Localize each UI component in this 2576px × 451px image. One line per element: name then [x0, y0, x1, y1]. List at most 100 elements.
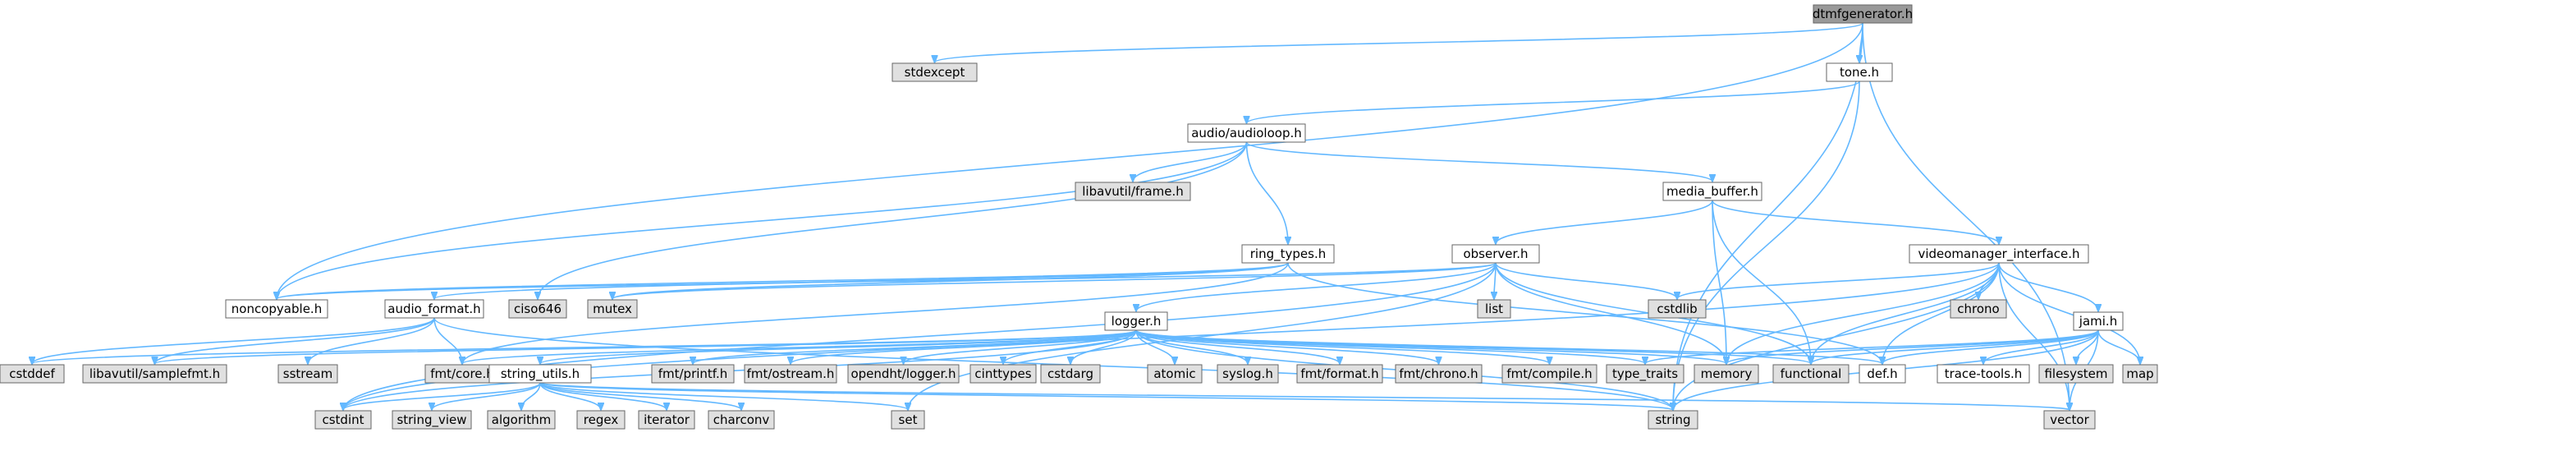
node-def[interactable]: def.h	[1859, 364, 1906, 384]
node-label-fmtostream: fmt/ostream.h	[747, 366, 835, 381]
node-noncopyable[interactable]: noncopyable.h	[225, 299, 328, 319]
edge-audio_format-to-samplefmt	[155, 317, 435, 364]
edge-logger-to-memory	[1135, 329, 1726, 364]
node-charconv: charconv	[708, 410, 775, 430]
node-vector: vector	[2043, 410, 2096, 430]
node-audio_format[interactable]: audio_format.h	[384, 299, 484, 319]
node-jami[interactable]: jami.h	[2073, 311, 2124, 331]
node-label-libavframe: libavutil/frame.h	[1082, 184, 1183, 199]
node-label-dtmfgenerator: dtmfgenerator.h	[1813, 7, 1913, 21]
edge-logger-to-opendht	[904, 329, 1137, 364]
edge-logger-to-atomic	[1135, 329, 1175, 364]
node-samplefmt: libavutil/samplefmt.h	[82, 364, 227, 384]
node-box-fmtformat	[1296, 364, 1383, 384]
edge-dtmfgenerator-to-noncopyable	[277, 22, 1863, 299]
edge-tone-to-audioloop	[1247, 81, 1860, 123]
node-box-map	[2122, 364, 2158, 384]
node-label-filesystem: filesystem	[2044, 366, 2107, 381]
node-filesystem: filesystem	[2038, 364, 2114, 384]
node-label-algorithm: algorithm	[492, 412, 551, 427]
node-label-functional: functional	[1781, 366, 1842, 381]
node-box-sstream	[277, 364, 338, 384]
node-trace[interactable]: trace-tools.h	[1937, 364, 2030, 384]
node-cinttypes: cinttypes	[969, 364, 1037, 384]
node-box-iterator	[638, 410, 695, 430]
node-label-noncopyable: noncopyable.h	[231, 301, 322, 316]
node-box-def	[1859, 364, 1906, 384]
edge-ring_types-to-fmtcore	[462, 262, 1289, 364]
node-box-cstdarg	[1040, 364, 1101, 384]
node-ring_types[interactable]: ring_types.h	[1241, 244, 1335, 264]
node-box-string	[1648, 410, 1698, 430]
edge-jami-to-type_traits	[1645, 329, 2099, 364]
node-functional: functional	[1772, 364, 1849, 384]
edge-logger-to-def	[1135, 329, 1882, 364]
node-box-samplefmt	[82, 364, 227, 384]
node-label-fmtprintf: fmt/printf.h	[658, 366, 728, 381]
node-label-ciso646: ciso646	[514, 301, 561, 316]
edge-audioloop-to-libavframe	[1133, 141, 1248, 182]
edge-media_buffer-to-memory	[1712, 200, 1726, 364]
edge-observer-to-set	[908, 262, 1497, 410]
node-label-cstddef: cstddef	[9, 366, 55, 381]
node-box-string_utils	[488, 364, 592, 384]
node-label-samplefmt: libavutil/samplefmt.h	[89, 366, 220, 381]
node-tone[interactable]: tone.h	[1826, 62, 1893, 82]
node-label-sstream: sstream	[283, 366, 332, 381]
node-string_utils[interactable]: string_utils.h	[488, 364, 592, 384]
node-box-syslog	[1217, 364, 1279, 384]
node-label-stdexcept: stdexcept	[905, 65, 965, 80]
node-label-string: string	[1655, 412, 1690, 427]
node-label-fmtcore: fmt/core.h	[430, 366, 494, 381]
node-box-cstdint	[314, 410, 372, 430]
edge-media_buffer-to-observer	[1496, 200, 1713, 244]
node-fmtprintf: fmt/printf.h	[651, 364, 735, 384]
edge-dtmfgenerator-to-vector	[1862, 22, 2070, 410]
node-label-trace: trace-tools.h	[1945, 366, 2023, 381]
node-box-media_buffer	[1662, 182, 1762, 201]
edge-observer-to-mutex	[612, 262, 1497, 299]
node-dtmfgenerator[interactable]: dtmfgenerator.h	[1813, 4, 1913, 24]
node-mutex: mutex	[587, 299, 638, 319]
edge-logger-to-samplefmt	[155, 329, 1137, 364]
edge-videomanager-to-jami	[1998, 262, 2098, 311]
edge-string_utils-to-regex	[539, 382, 601, 410]
node-label-media_buffer: media_buffer.h	[1666, 184, 1758, 200]
node-cstdint: cstdint	[314, 410, 372, 430]
edge-audioloop-to-ring_types	[1245, 141, 1289, 244]
node-cstdlib: cstdlib	[1648, 299, 1707, 319]
node-memory: memory	[1694, 364, 1759, 384]
node-regex: regex	[576, 410, 626, 430]
node-label-set: set	[899, 412, 918, 427]
node-box-memory	[1694, 364, 1759, 384]
node-box-list	[1477, 299, 1511, 319]
node-media_buffer[interactable]: media_buffer.h	[1662, 182, 1762, 201]
edge-string_utils-to-string_view	[432, 382, 541, 410]
edge-logger-to-fmtostream	[791, 329, 1137, 364]
node-box-fmtprintf	[651, 364, 735, 384]
node-box-cinttypes	[969, 364, 1037, 384]
node-observer[interactable]: observer.h	[1451, 244, 1540, 264]
edge-logger-to-fmtprintf	[693, 329, 1137, 364]
edge-media_buffer-to-videomanager	[1712, 200, 1999, 244]
node-box-observer	[1451, 244, 1540, 264]
node-cstdarg: cstdarg	[1040, 364, 1101, 384]
node-logger[interactable]: logger.h	[1104, 311, 1168, 331]
node-string: string	[1648, 410, 1698, 430]
node-videomanager[interactable]: videomanager_interface.h	[1909, 244, 2089, 264]
edge-string_utils-to-charconv	[539, 382, 741, 410]
node-box-fmtchrono	[1395, 364, 1483, 384]
node-label-string_utils: string_utils.h	[501, 366, 580, 382]
node-audioloop[interactable]: audio/audioloop.h	[1187, 123, 1306, 143]
node-fmtformat: fmt/format.h	[1296, 364, 1383, 384]
node-box-stdexcept	[892, 62, 978, 82]
node-box-jami	[2073, 311, 2124, 331]
node-label-atomic: atomic	[1153, 366, 1195, 381]
node-layer: dtmfgenerator.h stdexcept tone.h audio/audi…	[0, 4, 2158, 430]
node-label-opendht: opendht/logger.h	[850, 366, 956, 381]
edge-videomanager-to-memory	[1726, 262, 2000, 364]
node-label-syslog: syslog.h	[1222, 366, 1273, 381]
node-box-fmtcompile	[1501, 364, 1597, 384]
edge-videomanager-to-vector	[1998, 262, 2070, 410]
node-label-memory: memory	[1701, 366, 1753, 381]
